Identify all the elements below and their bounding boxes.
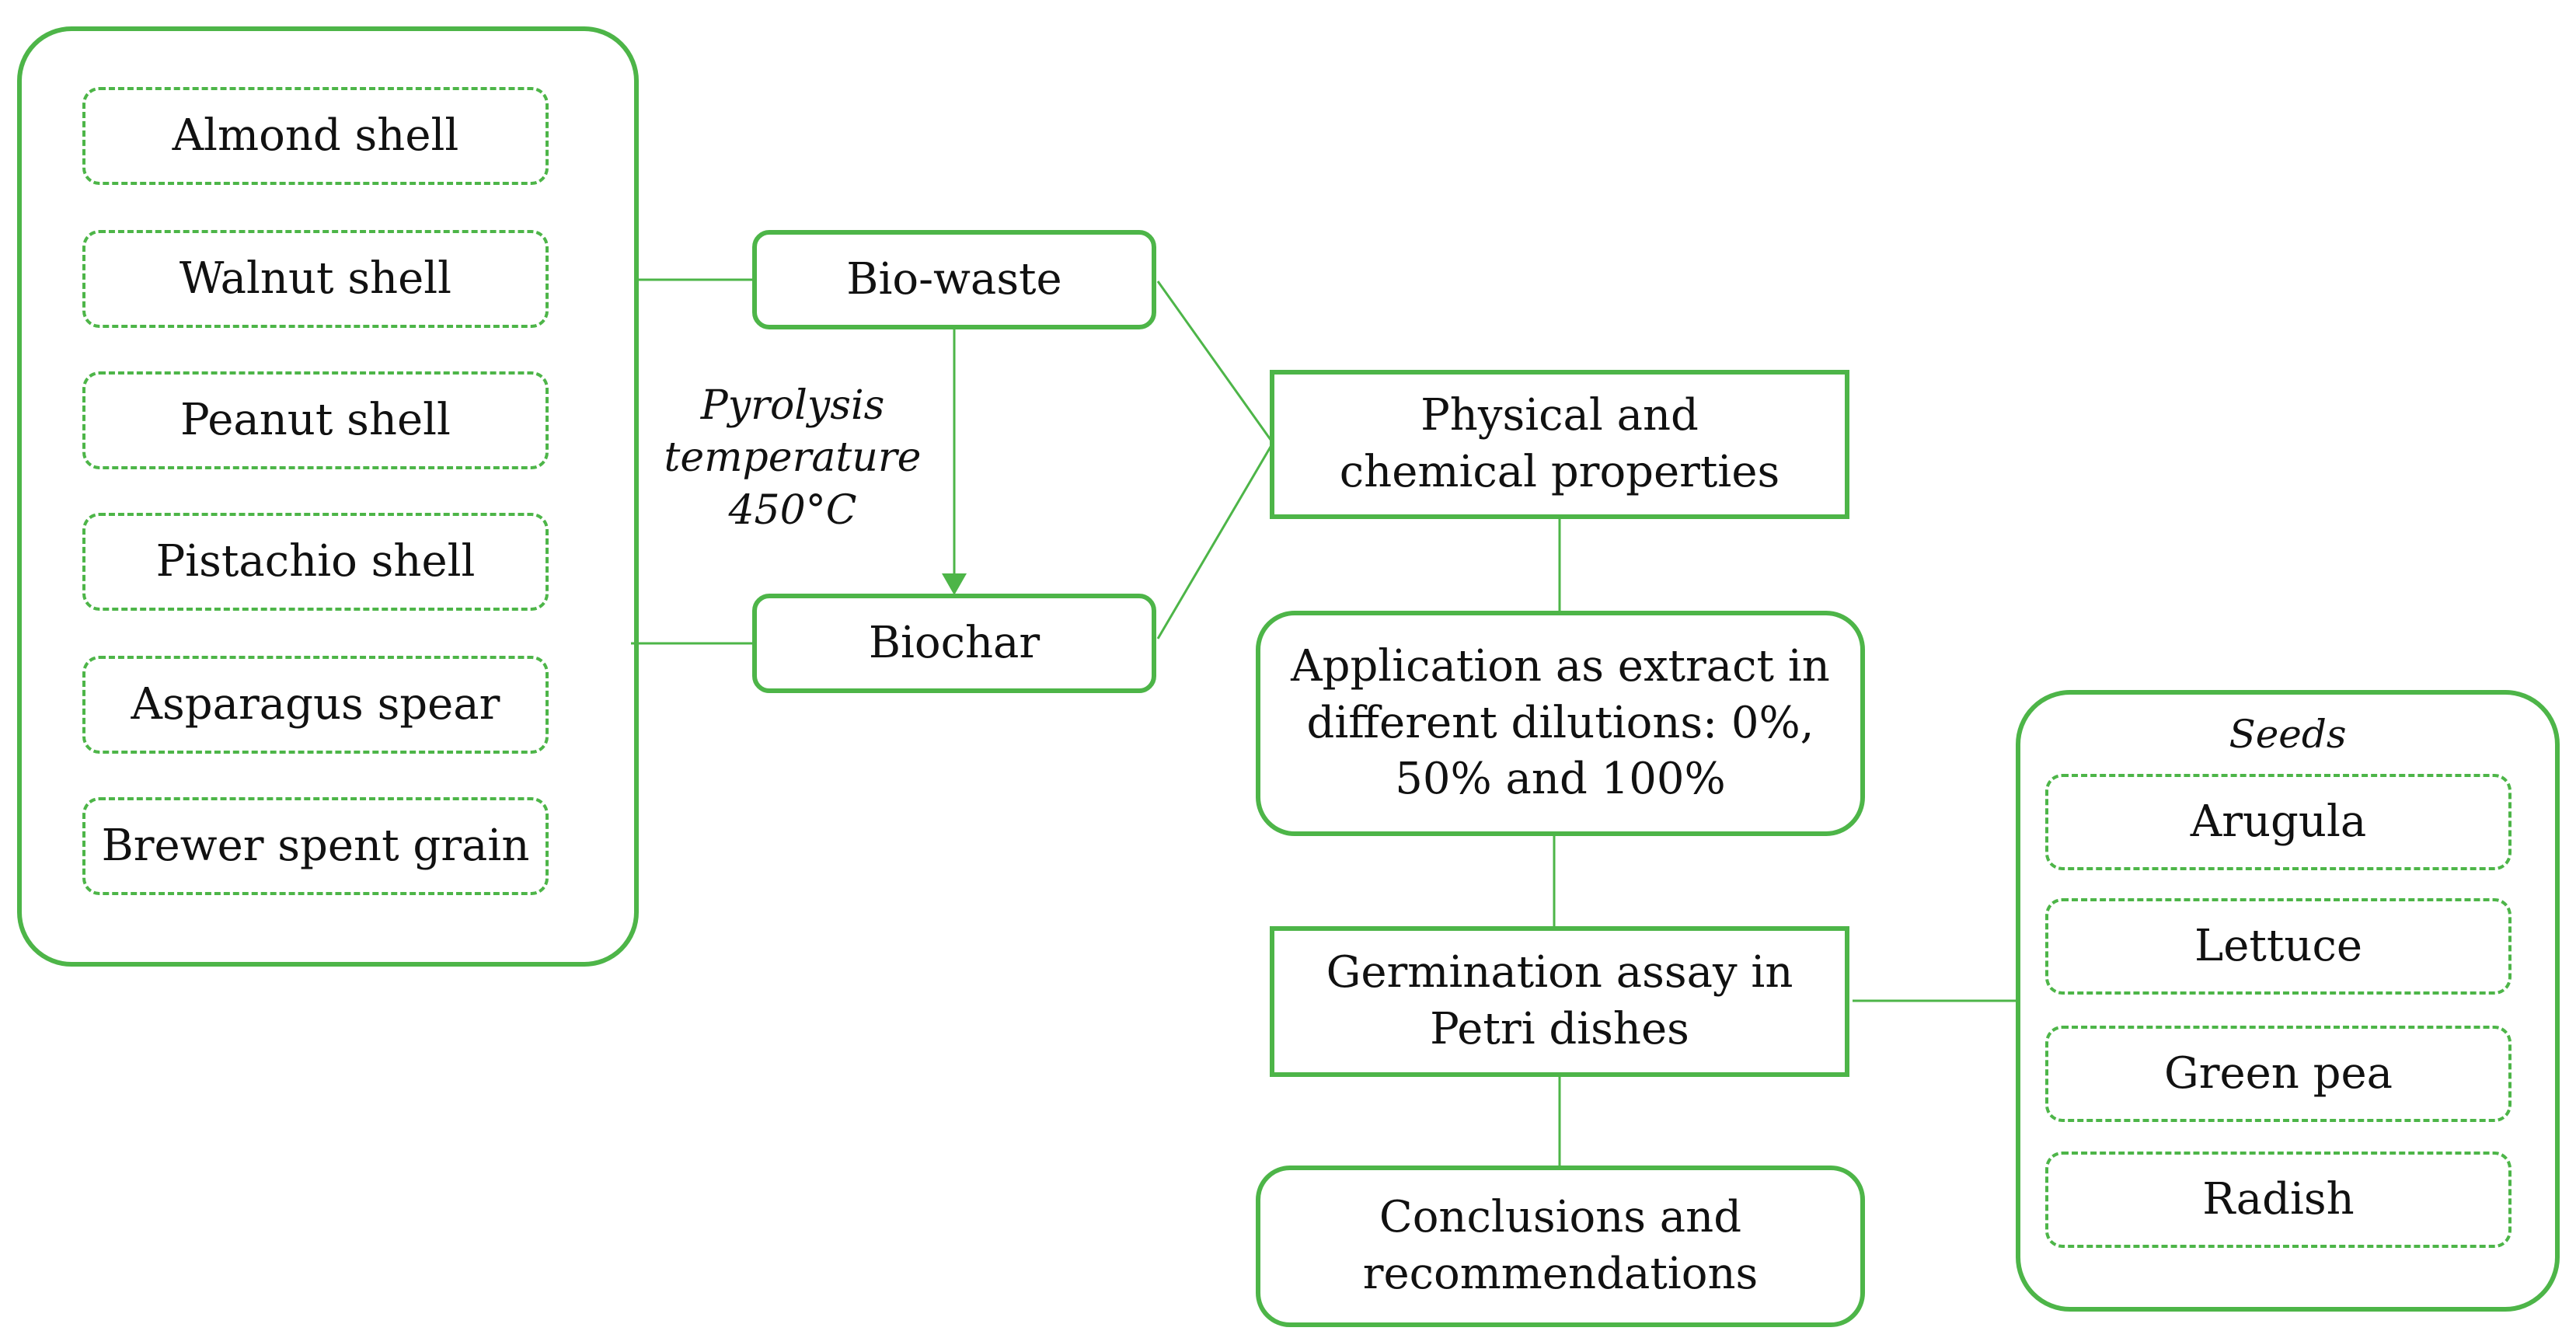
seed-item: Radish [2045,1152,2512,1248]
pyrolysis-label: Pyrolysis temperature 450°C [664,382,922,534]
feedstock-item: Brewer spent grain [82,797,549,895]
germination-box: Germination assay in Petri dishes [1270,926,1849,1077]
application-box: Application as extract in different dilu… [1256,611,1865,836]
seed-item: Green pea [2045,1026,2512,1122]
seed-item: Arugula [2045,774,2512,870]
conclusions-box: Conclusions and recommendations [1256,1166,1865,1327]
properties-box: Physical and chemical properties [1270,370,1849,519]
feedstock-item: Walnut shell [82,230,549,328]
biowaste-to-properties-line [1156,280,1274,444]
seed-item: Lettuce [2045,898,2512,995]
arrowhead-icon [942,573,967,595]
feedstock-item: Asparagus spear [82,656,549,754]
feedstock-group [17,26,639,967]
biochar-to-properties-line [1156,442,1274,639]
seeds-title: Seeds [2229,711,2347,757]
biochar-box: Biochar [752,594,1156,693]
feedstock-item: Peanut shell [82,371,549,469]
seeds-group [2016,690,2560,1312]
feedstock-item: Pistachio shell [82,513,549,611]
biowaste-box: Bio-waste [752,230,1156,329]
feedstock-item: Almond shell [82,87,549,185]
